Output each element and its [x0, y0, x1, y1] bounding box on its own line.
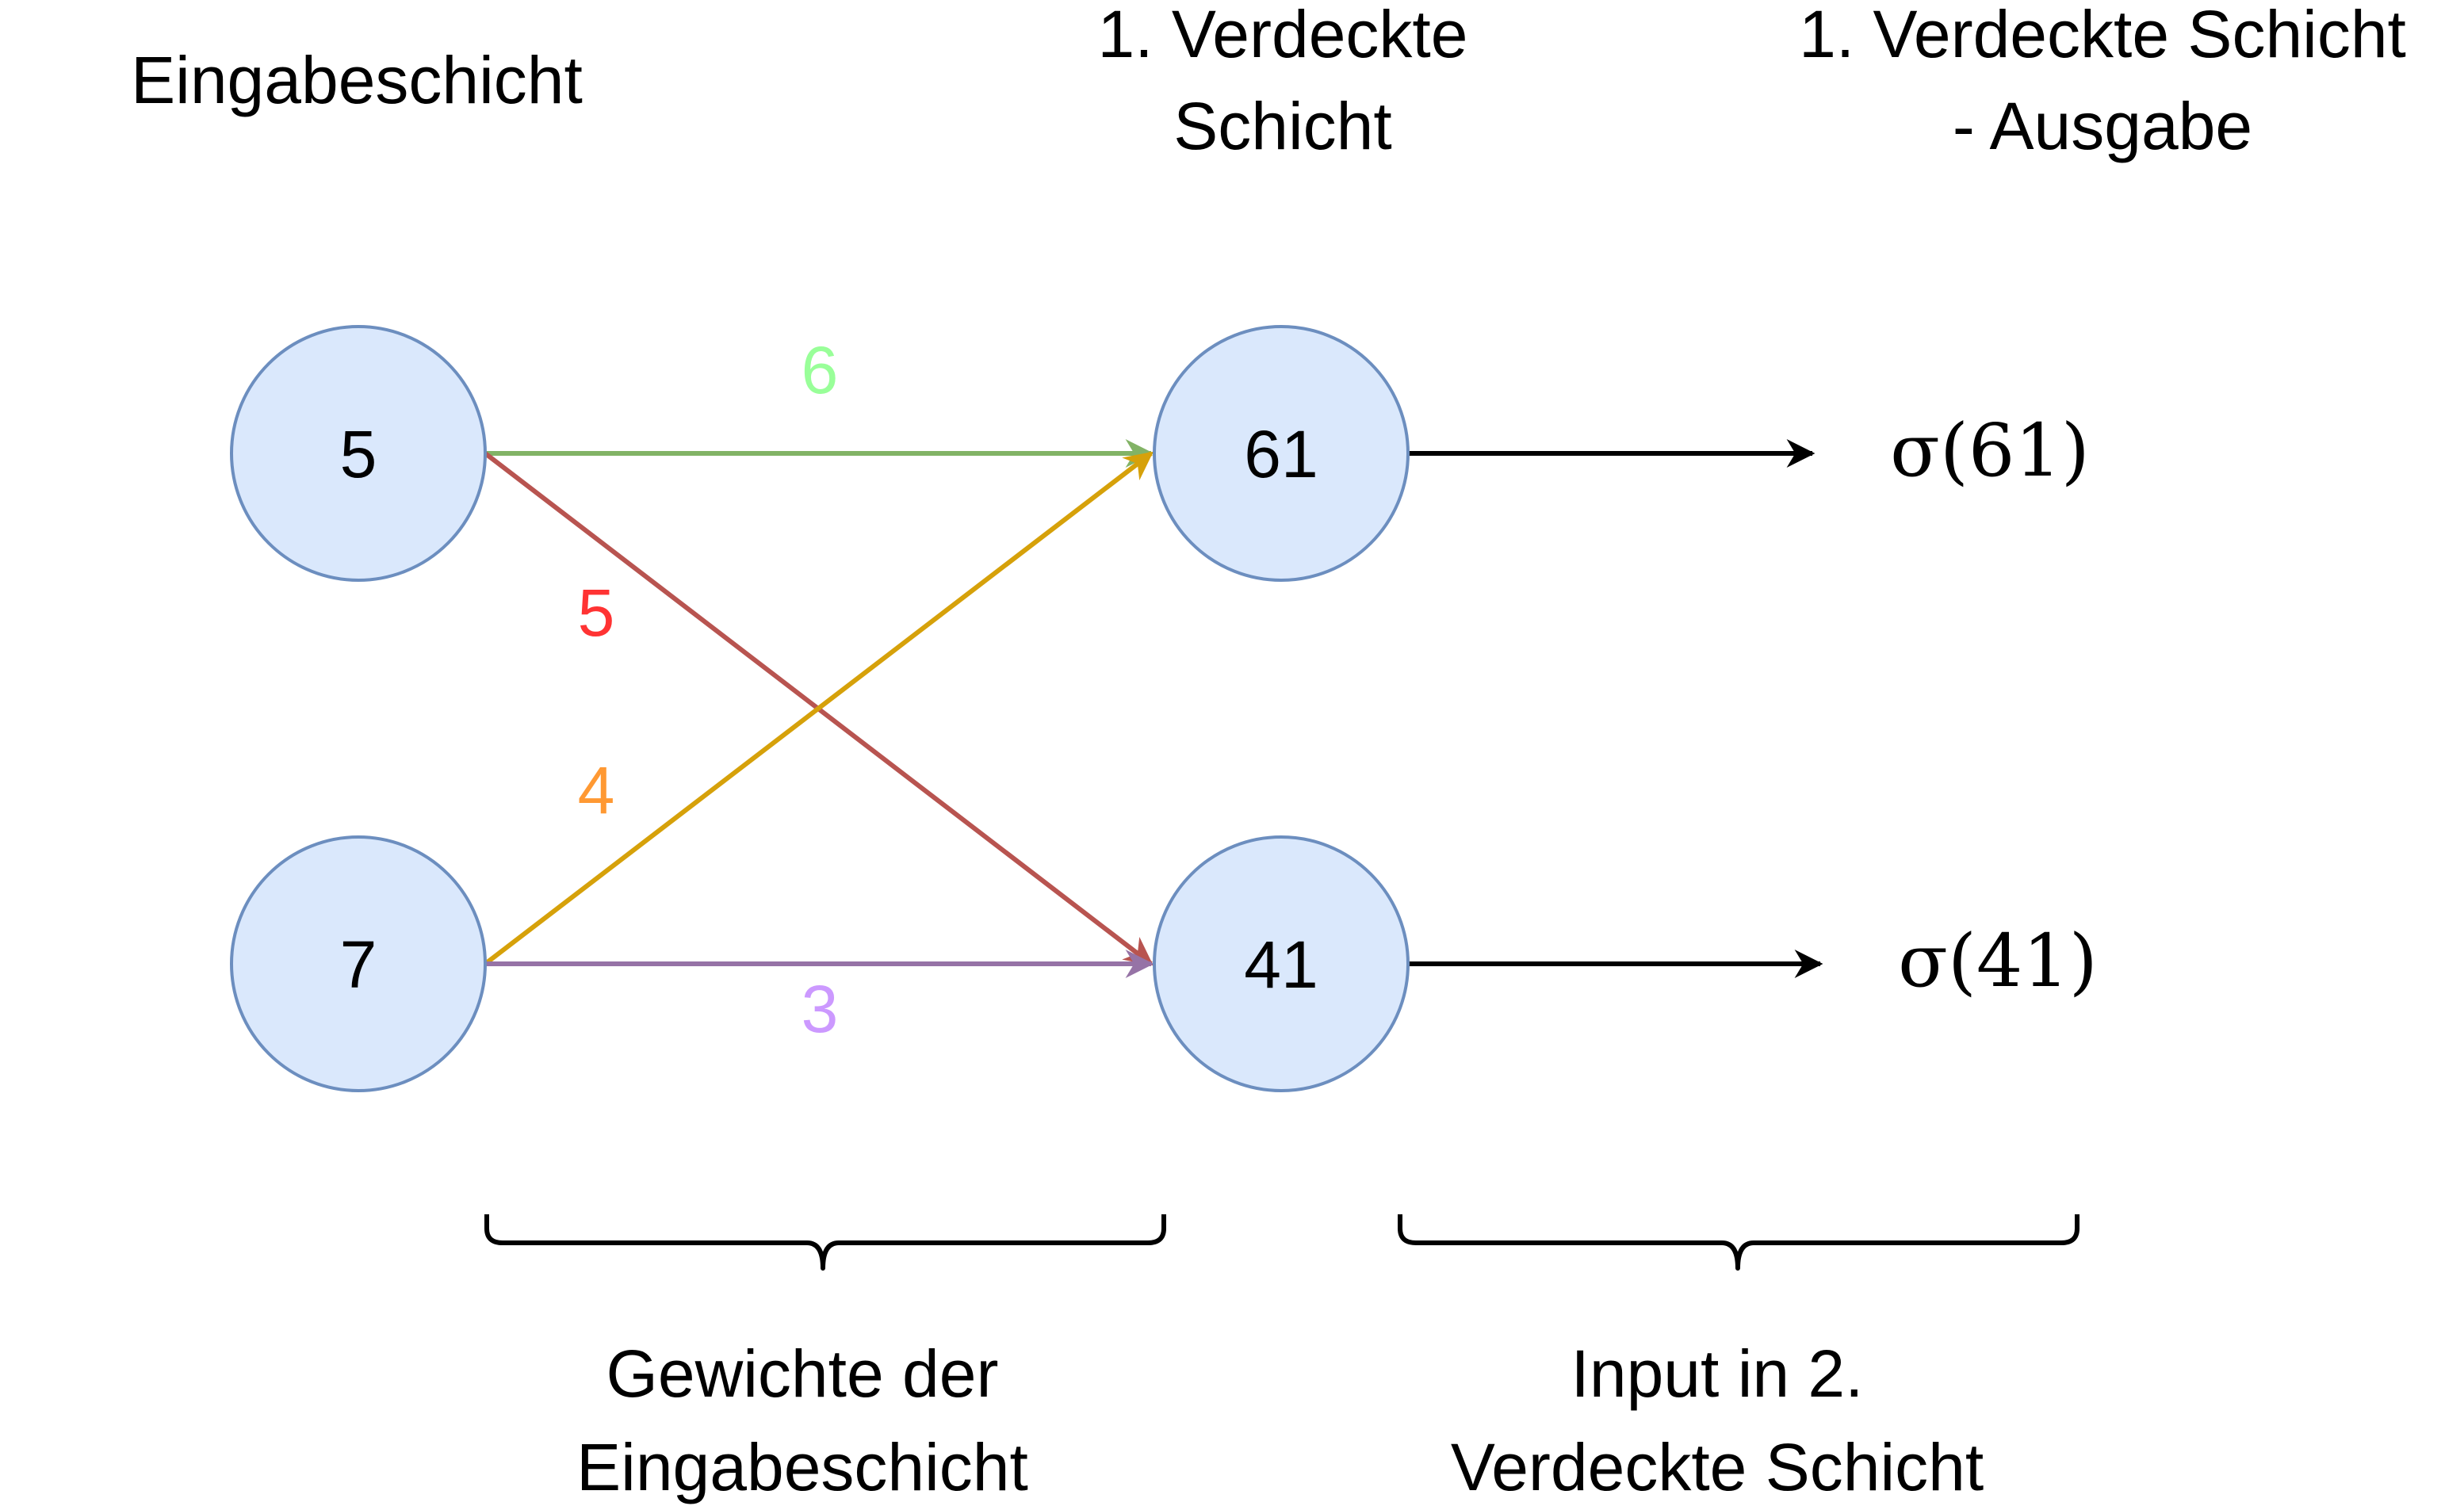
caption-weights-line1: Gewichte der	[606, 1336, 999, 1411]
heading-hidden-output-line1: 1. Verdeckte Schicht	[1799, 0, 2406, 71]
node-hidden-bottom-value: 41	[1244, 927, 1318, 1002]
output-sigma-bottom: σ(41)	[1898, 919, 2098, 1003]
node-hidden-bottom: 41	[1153, 835, 1410, 1092]
heading-input-layer: Eingabeschicht	[131, 43, 583, 117]
brace-input	[1398, 1214, 2079, 1271]
weight-label-bottom-to-bottom: 3	[802, 972, 839, 1046]
node-input-top: 5	[230, 325, 487, 582]
node-input-bottom-value: 7	[340, 927, 377, 1002]
heading-hidden-layer-line1: 1. Verdeckte	[1098, 0, 1468, 71]
weight-label-top-to-top: 6	[802, 333, 839, 407]
brace-weights	[484, 1214, 1166, 1271]
node-hidden-top-value: 61	[1244, 417, 1318, 491]
edge-bottom-to-top	[484, 451, 1154, 966]
output-sigma-top: σ(61)	[1890, 408, 2090, 493]
heading-hidden-layer-line2: Schicht	[1173, 89, 1391, 163]
node-input-top-value: 5	[340, 417, 377, 491]
heading-hidden-output-line2: - Ausgabe	[1953, 89, 2252, 163]
weight-label-bottom-to-top: 4	[578, 753, 615, 828]
caption-weights-line2: Eingabeschicht	[576, 1430, 1028, 1504]
node-input-bottom: 7	[230, 835, 487, 1092]
node-hidden-top: 61	[1153, 325, 1410, 582]
weight-label-top-to-bottom: 5	[578, 575, 615, 650]
caption-input-line2: Verdeckte Schicht	[1451, 1430, 1984, 1504]
caption-input-line1: Input in 2.	[1571, 1336, 1864, 1411]
